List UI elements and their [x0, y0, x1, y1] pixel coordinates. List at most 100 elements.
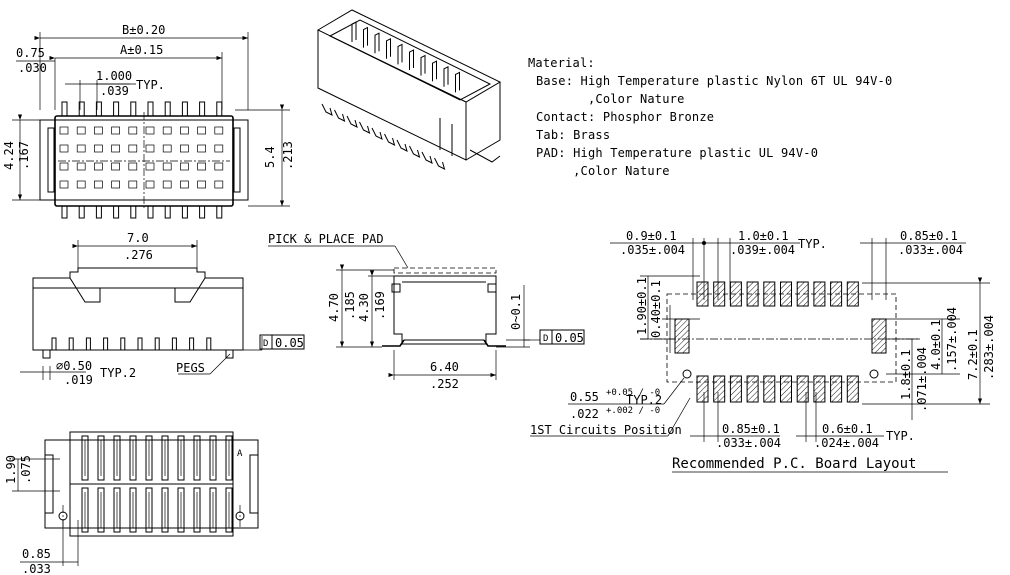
side-lead [85, 337, 91, 351]
material-heading: Material: [528, 56, 595, 70]
iso-foot [434, 157, 446, 170]
pcb-tab-right [871, 318, 887, 354]
pcb-layout-title: Recommended P.C. Board Layout [672, 456, 916, 472]
iso-foot [359, 121, 371, 134]
contact-cell [162, 180, 172, 189]
bottom-h075: .075 [19, 455, 33, 484]
pcb-pad-top [713, 281, 726, 307]
end-h430: 4.30 [357, 293, 371, 322]
contact-cell [214, 162, 224, 171]
end-flat-val: 0.05 [555, 331, 584, 345]
side-view: 7.0 .276 ⌀0.50 .019 TYP.2 PEGS D 0.05 [20, 231, 305, 387]
contact-cell [197, 126, 206, 135]
pcb-pad-top [830, 281, 843, 307]
pcb-d72: 7.2±0.1 [966, 329, 980, 380]
iso-pin [455, 71, 460, 93]
pcb-pad-bottom [696, 375, 709, 403]
end-w252: .252 [430, 377, 459, 391]
bottom-pin-bottom [177, 487, 185, 533]
bottom-pin-bottom [145, 487, 153, 533]
dim-pitch-in: .039 [100, 84, 129, 98]
pcb-pad-bottom [813, 375, 826, 403]
bottom-lead [199, 205, 206, 219]
contact-cell [76, 126, 86, 135]
side-lead [137, 337, 143, 351]
bottom-lead [164, 205, 171, 219]
contact-cell [214, 126, 224, 135]
dim-h-in: .167 [17, 141, 31, 170]
top-view: B±0.20 0.75 .030 A±0.15 1.000 .039 TYP. … [2, 23, 295, 219]
pcb-d157: .157±.004 [945, 307, 959, 372]
dim-030: .030 [18, 61, 47, 75]
contact-cell [59, 162, 69, 171]
pcb-d040: 0.40±0.1 [649, 280, 663, 338]
side-lead [103, 337, 109, 351]
bottom-pin-top [225, 435, 233, 481]
bottom-pin-top [129, 435, 137, 481]
pcb-pad-top [796, 281, 809, 307]
bottom-lead [113, 205, 120, 219]
contact-cell [111, 144, 120, 153]
peg-dia-in: .019 [64, 373, 93, 387]
material-line-base-color: ,Color Nature [536, 92, 685, 106]
pcb-pad-top [813, 281, 826, 307]
contact-cell [94, 162, 103, 171]
pcb-d055-tol: +0.05 / -0 [606, 388, 660, 398]
end-gap: 0~0.1 [509, 294, 523, 330]
pcb-d09: 0.9±0.1 [626, 229, 677, 243]
material-line-tab: Tab: Brass [536, 128, 611, 142]
end-h470: 4.70 [327, 293, 341, 322]
iso-pin [420, 54, 426, 76]
pcb-layout: 0.9±0.1 .035±.004 1.0±0.1 .039±.004 TYP.… [530, 229, 996, 473]
pcb-pad-top [846, 281, 859, 307]
pcb-d085: 0.85±0.1 [900, 229, 958, 243]
contact-cell [59, 144, 69, 153]
pcb-d033: .033±.004 [898, 243, 963, 257]
bottom-pin-top [193, 435, 201, 481]
bottom-pin-top [113, 435, 121, 481]
side-flat-val: 0.05 [275, 336, 304, 350]
pcb-pad-bottom [780, 375, 792, 403]
top-lead [216, 101, 223, 117]
bottom-w085: 0.85 [22, 547, 51, 561]
pcb-d071: .071±.004 [915, 347, 929, 412]
dim-pitch-mm: 1.000 [96, 69, 132, 83]
iso-pin [409, 49, 414, 70]
bottom-lead [147, 205, 154, 219]
pcb-typ2: TYP. [886, 429, 915, 443]
iso-foot [396, 139, 408, 152]
peg-dia-mm: ⌀0.50 [56, 359, 92, 373]
pcb-d283: .283±.004 [982, 315, 996, 380]
top-lead [95, 101, 102, 117]
material-line-base: Base: High Temperature plastic Nylon 6T … [536, 74, 893, 88]
bottom-pin-top [81, 435, 89, 481]
contact-cell [128, 144, 138, 153]
top-lead [199, 101, 206, 117]
pcb-pad-bottom [830, 375, 843, 403]
iso-foot [346, 115, 358, 128]
iso-pin [397, 43, 403, 65]
pcb-pad-bottom [846, 375, 859, 403]
side-lead [189, 337, 195, 351]
bottom-pin-top [177, 435, 185, 481]
pegs-label: PEGS [176, 361, 205, 375]
contact-cell [76, 144, 86, 153]
iso-foot [421, 151, 433, 164]
pcb-pad-top [746, 281, 759, 307]
contact-cell [128, 126, 138, 135]
side-lead [68, 337, 74, 351]
contact-cell [180, 180, 189, 189]
contact-cell [214, 180, 224, 189]
contact-cell [94, 126, 103, 135]
pcb-d18: 1.8±0.1 [899, 349, 913, 400]
side-lead [120, 337, 126, 351]
pcb-pad-top [696, 281, 709, 307]
pcb-d035: .035±.004 [620, 243, 685, 257]
pcb-d190: 1.90±0.1 [635, 277, 649, 335]
contact-cell [180, 144, 189, 153]
pcb-pad-top [763, 281, 776, 307]
pcb-d033b: .033±.004 [716, 436, 781, 450]
bottom-pin-bottom [161, 487, 169, 533]
pcb-d022-tol: +.002 / -0 [606, 406, 660, 416]
